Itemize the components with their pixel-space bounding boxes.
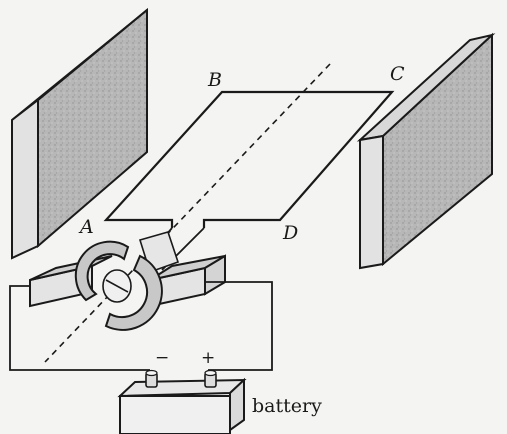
left-magnet — [11, 7, 148, 260]
left-magnet-front — [11, 97, 39, 260]
battery-top — [117, 378, 247, 398]
commutator-icon — [74, 240, 163, 331]
label-minus: − — [155, 348, 169, 368]
battery-front — [119, 395, 231, 434]
battery-icon — [117, 369, 247, 434]
label-corner-c: C — [390, 63, 405, 85]
label-battery: battery — [252, 395, 322, 417]
commutator-half-top — [74, 240, 130, 302]
label-plus: + — [201, 348, 215, 368]
axis-line — [44, 63, 331, 363]
commutator-half-bottom — [104, 254, 163, 331]
circuit-wire — [9, 281, 273, 371]
right-magnet-front — [359, 134, 384, 270]
label-corner-a: A — [78, 216, 94, 238]
right-magnet — [356, 32, 496, 270]
label-corner-d: D — [282, 222, 298, 244]
coil-loop — [103, 90, 395, 228]
label-corner-b: B — [207, 69, 222, 91]
left-magnet-face — [37, 7, 148, 249]
